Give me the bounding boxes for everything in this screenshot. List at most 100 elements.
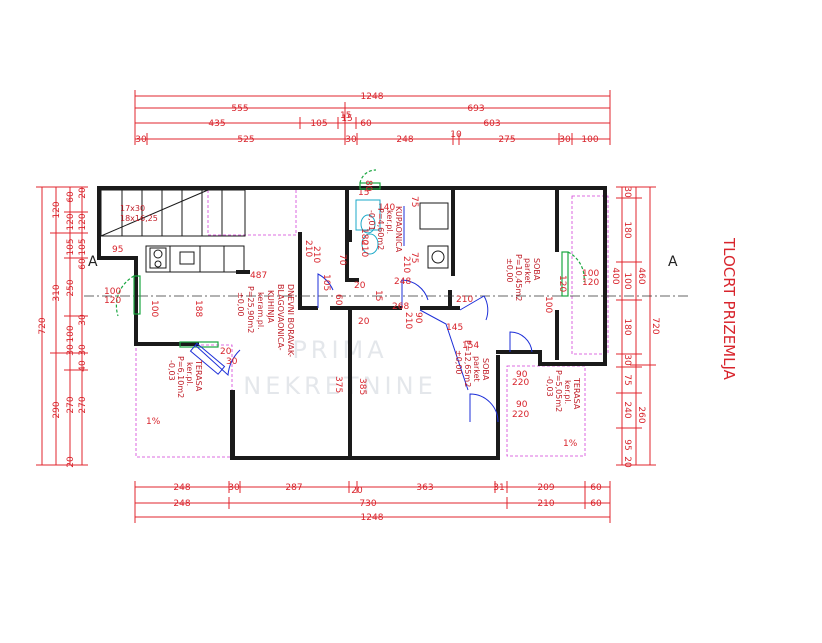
svg-text:±0,00: ±0,00 [236, 292, 245, 317]
svg-text:70: 70 [337, 254, 347, 266]
svg-text:17x30: 17x30 [120, 204, 145, 213]
door-annotations: 100 120 210 70 210 90 210 75 210 210 90 … [104, 240, 599, 420]
svg-text:-0,01: -0,01 [367, 210, 376, 231]
svg-text:100: 100 [66, 325, 76, 342]
stove-burner-icon [154, 260, 162, 268]
svg-text:10: 10 [450, 130, 462, 140]
svg-text:120: 120 [52, 201, 62, 218]
svg-text:248: 248 [173, 483, 190, 493]
svg-text:TERASA: TERASA [194, 359, 203, 392]
svg-text:75: 75 [622, 374, 632, 385]
svg-text:100: 100 [543, 296, 553, 313]
section-mark-left: A [88, 254, 98, 270]
hall-diagonal [419, 309, 469, 391]
washing-machine [427, 245, 449, 269]
svg-text:20: 20 [66, 456, 76, 468]
stairs: 17x30 18x16,25 [100, 189, 246, 237]
svg-text:20: 20 [622, 456, 632, 468]
svg-text:210: 210 [401, 256, 411, 273]
svg-text:268: 268 [392, 302, 409, 312]
svg-text:95: 95 [112, 245, 123, 255]
svg-text:SOBA: SOBA [481, 358, 490, 381]
svg-text:105: 105 [321, 274, 331, 291]
svg-text:105: 105 [66, 238, 76, 255]
svg-text:210: 210 [537, 499, 554, 509]
svg-text:90: 90 [516, 370, 528, 380]
svg-text:±0,00: ±0,00 [505, 258, 514, 283]
window-bath [359, 182, 381, 190]
svg-text:730: 730 [359, 499, 376, 509]
slope-label: 1% [146, 417, 161, 427]
svg-text:275: 275 [498, 135, 515, 145]
window-terrace [179, 341, 219, 348]
svg-text:20: 20 [358, 317, 370, 327]
svg-text:180: 180 [622, 221, 632, 238]
kitchen-counter [145, 245, 245, 273]
svg-text:180: 180 [622, 318, 632, 335]
svg-text:-0,03: -0,03 [167, 360, 176, 381]
svg-text:ker.pl.: ker.pl. [385, 210, 394, 234]
svg-text:120: 120 [78, 213, 88, 230]
svg-text:30: 30 [228, 483, 240, 493]
svg-text:15: 15 [340, 111, 351, 121]
svg-text:210: 210 [456, 295, 473, 305]
svg-text:120: 120 [104, 296, 121, 306]
doors [189, 206, 533, 423]
dim-top-total: 1248 [361, 92, 384, 102]
svg-text:693: 693 [467, 104, 484, 114]
svg-text:40: 40 [78, 360, 88, 372]
svg-text:30: 30 [78, 314, 88, 326]
svg-text:210: 210 [403, 312, 413, 329]
section-axis: A A [84, 254, 690, 297]
svg-text:180: 180 [359, 228, 369, 245]
door-terrace2 [509, 331, 533, 353]
svg-text:720: 720 [38, 317, 48, 334]
svg-text:60: 60 [360, 119, 372, 129]
svg-text:290: 290 [52, 401, 62, 418]
svg-text:30: 30 [66, 344, 76, 356]
svg-text:NEKRETNINE: NEKRETNINE [243, 372, 437, 400]
washing-machine-icon [431, 250, 445, 264]
svg-text:DNEVNI BORAVAK-: DNEVNI BORAVAK- [286, 284, 295, 357]
room-label-soba1: SOBA parket P=10,45m2 ±0,00 [505, 254, 541, 301]
shower-tray [419, 202, 449, 230]
svg-text:60: 60 [66, 191, 76, 203]
door-hall [317, 273, 334, 308]
svg-text:210: 210 [359, 240, 369, 257]
svg-text:250: 250 [66, 279, 76, 296]
stove-burner-icon [153, 249, 163, 259]
top-dimensions: 1248 555 693 435 105 15 60 603 30 525 30… [134, 90, 611, 213]
right-dimensions: 720 460 260 30 180 100 400 180 30 75 240… [610, 186, 660, 468]
svg-text:30: 30 [135, 135, 147, 145]
room-label-terasa2: TERASA ker.pl. P=5,05m2 -0,03 [545, 370, 581, 412]
room-label-dnevni: DNEVNI BORAVAK- BLAGOVAONICA- KUHINJA ke… [236, 284, 295, 357]
svg-text:287: 287 [285, 483, 302, 493]
svg-text:30: 30 [622, 186, 632, 198]
svg-text:140: 140 [378, 203, 395, 213]
svg-text:100: 100 [104, 287, 121, 297]
svg-text:100: 100 [581, 135, 598, 145]
svg-text:15: 15 [373, 290, 383, 301]
windows [115, 169, 585, 348]
svg-text:parket: parket [472, 356, 481, 382]
svg-text:parket: parket [523, 258, 532, 284]
svg-text:60: 60 [590, 483, 602, 493]
svg-text:±0,00: ±0,00 [454, 350, 463, 375]
svg-text:260: 260 [636, 406, 646, 423]
svg-text:-0,03: -0,03 [545, 376, 554, 397]
svg-text:20: 20 [351, 486, 363, 496]
bottom-dimensions: 248 30 287 20 363 31 209 60 248 730 210 … [134, 481, 611, 523]
svg-text:188: 188 [193, 300, 203, 317]
slope-label: 1% [563, 439, 578, 449]
door-room1 [459, 295, 489, 321]
svg-text:75: 75 [409, 252, 419, 263]
svg-text:95: 95 [622, 439, 632, 450]
svg-text:KUHINJA: KUHINJA [266, 290, 275, 323]
svg-text:105: 105 [310, 119, 327, 129]
svg-text:220: 220 [512, 378, 529, 388]
door-room2 [469, 393, 499, 423]
svg-text:P=5,05m2: P=5,05m2 [554, 370, 563, 412]
svg-text:keram.pl.: keram.pl. [256, 292, 265, 330]
svg-text:525: 525 [237, 135, 254, 145]
